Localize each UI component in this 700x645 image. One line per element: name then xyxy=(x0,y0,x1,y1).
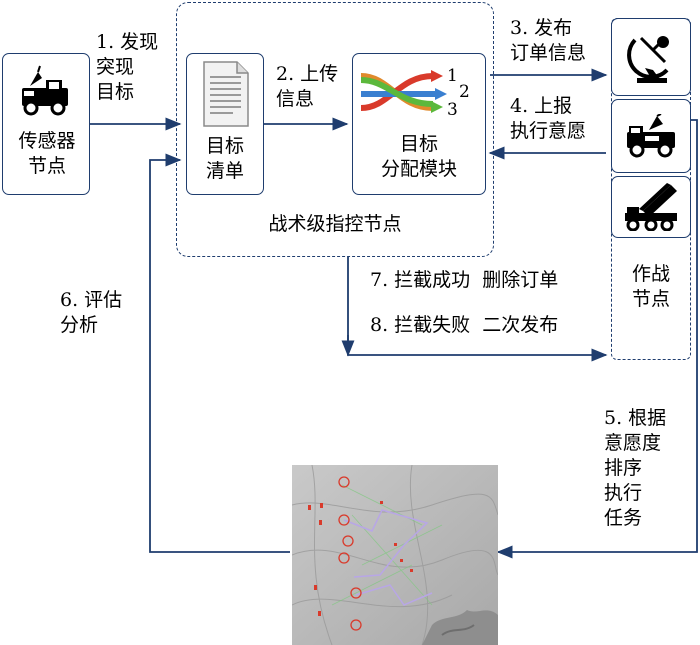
step5-label: 5. 根据 意愿度 排序 执行 任务 xyxy=(604,407,667,529)
allocation-number-3: 3 xyxy=(447,100,458,120)
allocation-module-label: 目标 分配模块 xyxy=(380,133,457,180)
step8-label: 8. 拦截失败 二次发布 xyxy=(370,314,559,336)
sensor-node-label: 传感器 节点 xyxy=(18,130,76,177)
step3-label: 3. 发布 订单信息 xyxy=(510,17,587,64)
allocation-arrows-icon xyxy=(360,70,447,113)
missile-launcher-icon xyxy=(625,183,677,231)
step2-label: 2. 上传 信息 xyxy=(276,63,339,110)
tactical-node-label: 战术级指控节点 xyxy=(268,213,402,235)
radar-vehicle-icon xyxy=(627,114,675,158)
sensor-vehicle-icon xyxy=(22,65,68,116)
document-icon xyxy=(203,61,249,127)
tactical-node-container xyxy=(176,2,494,257)
radar-vehicle-tile xyxy=(611,99,691,173)
allocation-number-2: 2 xyxy=(459,82,470,102)
allocation-number-1: 1 xyxy=(447,66,458,86)
step7-label: 7. 拦截成功 删除订单 xyxy=(370,269,559,291)
arrow-step5 xyxy=(496,119,698,559)
sensor-node: 传感器 节点 xyxy=(2,53,90,195)
radar-dish-tile xyxy=(611,18,691,96)
combat-node-label: 作战 节点 xyxy=(631,263,670,310)
target-list-label: 目标 清单 xyxy=(205,135,244,182)
step4-label: 4. 上报 执行意愿 xyxy=(510,95,587,142)
allocation-module-node: 1 2 3 目标 分配模块 xyxy=(352,53,486,195)
radar-dish-icon xyxy=(627,36,669,83)
battlefield-map-image xyxy=(292,465,498,645)
target-list-node: 目标 清单 xyxy=(186,53,264,195)
step6-label: 6. 评估 分析 xyxy=(60,289,123,336)
missile-launcher-tile xyxy=(611,176,691,238)
step1-label: 1. 发现 突现 目标 xyxy=(96,31,159,103)
arrow-step6 xyxy=(149,153,290,553)
